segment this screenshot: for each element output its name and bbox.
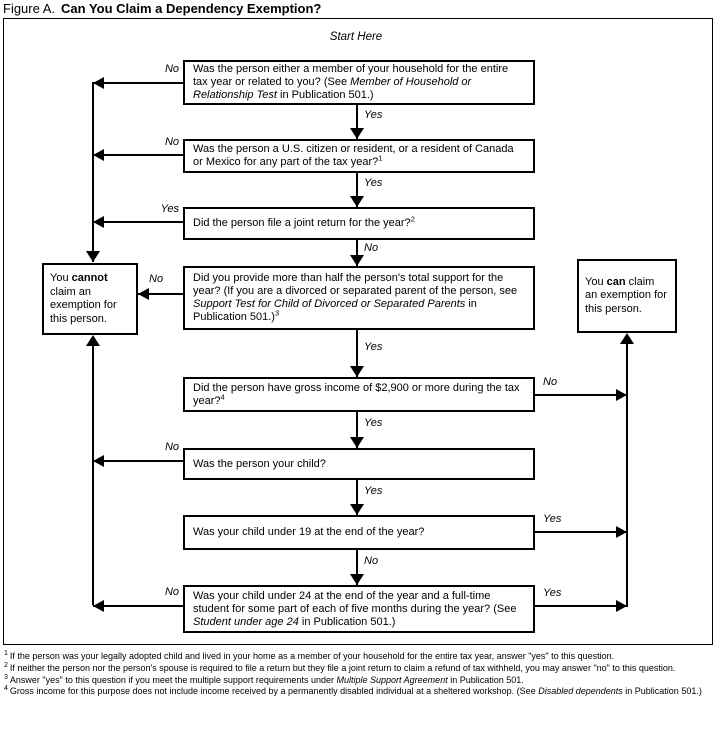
arrowhead-down-icon — [350, 128, 364, 139]
arrowhead-down-icon — [350, 574, 364, 585]
outcome-text: You can claim an exemption for this pers… — [585, 275, 667, 315]
edge-label-q5-yes: Yes — [364, 417, 383, 429]
flow-rail-left-bottom — [92, 337, 94, 605]
arrowhead-down-icon — [86, 251, 100, 262]
edge-label-q4-yes: Yes — [364, 341, 383, 353]
edge-label-q7-no: No — [364, 555, 379, 567]
question-box-under-19: Was your child under 19 at the end of th… — [183, 515, 535, 550]
footnote-number: 3 — [4, 673, 8, 681]
edge-label-q8-yes: Yes — [543, 587, 562, 599]
flow-line-q3-yes — [93, 221, 183, 223]
flow-line-q7-q8 — [356, 550, 358, 585]
flow-line-q3-q4 — [356, 240, 358, 266]
flow-rail-right — [626, 337, 628, 607]
arrowhead-left-icon — [93, 149, 104, 161]
footnote-text: Answer "yes" to this question if you mee… — [9, 674, 524, 685]
flowchart-frame — [3, 18, 713, 645]
flow-rail-left-top — [92, 82, 94, 262]
flow-line-q2-no — [93, 154, 183, 156]
outcome-box-cannot-claim: You cannot claim an exemption for this p… — [42, 263, 138, 335]
question-text: Was your child under 24 at the end of th… — [193, 589, 517, 628]
question-box-joint-return: Did the person file a joint return for t… — [183, 207, 535, 240]
edge-label-q5-no: No — [543, 376, 558, 388]
flow-line-q1-no — [93, 82, 183, 84]
arrowhead-down-icon — [350, 255, 364, 266]
footnote-number: 2 — [4, 661, 8, 669]
arrowhead-up-icon — [620, 333, 634, 344]
question-box-household: Was the person either a member of your h… — [183, 60, 535, 105]
arrowhead-right-icon — [616, 389, 627, 401]
start-here-label: Start Here — [329, 31, 383, 43]
arrowhead-left-icon — [138, 288, 149, 300]
arrowhead-down-icon — [350, 196, 364, 207]
question-text: Was the person your child? — [193, 457, 326, 470]
arrowhead-left-icon — [93, 455, 104, 467]
edge-label-q8-no: No — [164, 586, 179, 598]
flow-line-q5-q6 — [356, 412, 358, 448]
question-box-support: Did you provide more than half the perso… — [183, 266, 535, 330]
flow-line-q6-no — [93, 460, 183, 462]
question-text: Was the person either a member of your h… — [193, 63, 509, 101]
figure-heading: Can You Claim a Dependency Exemption? — [61, 1, 322, 16]
question-text: Was the person a U.S. citizen or residen… — [193, 143, 514, 168]
arrowhead-down-icon — [350, 366, 364, 377]
question-box-gross-income: Did the person have gross income of $2,9… — [183, 377, 535, 412]
arrowhead-left-icon — [93, 216, 104, 228]
footnote-number: 4 — [4, 685, 8, 693]
arrowhead-left-icon — [93, 77, 104, 89]
footnote-number: 1 — [4, 650, 8, 657]
arrowhead-down-icon — [350, 437, 364, 448]
flow-line-q5-no — [535, 394, 627, 396]
arrowhead-right-icon — [616, 526, 627, 538]
outcome-box-can-claim: You can claim an exemption for this pers… — [577, 259, 677, 333]
edge-label-q3-no: No — [364, 242, 379, 254]
flow-line-q4-q5 — [356, 330, 358, 377]
edge-label-q2-no: No — [164, 136, 179, 148]
edge-label-q6-yes: Yes — [364, 485, 383, 497]
question-box-citizen: Was the person a U.S. citizen or residen… — [183, 139, 535, 173]
edge-label-q6-no: No — [164, 441, 179, 453]
figure-label: Figure A. — [3, 1, 56, 16]
edge-label-q1-no: No — [164, 63, 179, 75]
footnote-text: If the person was your legally adopted c… — [9, 651, 615, 661]
edge-label-q3-yes: Yes — [160, 203, 179, 215]
edge-label-q4-no: No — [149, 273, 164, 285]
flow-line-q8-yes — [535, 605, 627, 607]
arrowhead-left-icon — [93, 600, 104, 612]
arrowhead-down-icon — [350, 504, 364, 515]
flow-line-q8-no — [93, 605, 183, 607]
edge-label-q2-yes: Yes — [364, 177, 383, 189]
edge-label-q1-yes: Yes — [364, 109, 383, 121]
question-text: Was your child under 19 at the end of th… — [193, 526, 425, 538]
question-text: Did you provide more than half the perso… — [193, 272, 518, 323]
flow-line-q6-q7 — [356, 480, 358, 515]
arrowhead-right-icon — [616, 600, 627, 612]
page-title: Figure A. Can You Claim a Dependency Exem… — [3, 0, 321, 18]
flow-line-q7-yes — [535, 531, 627, 533]
arrowhead-up-icon — [86, 335, 100, 346]
question-text: Did the person have gross income of $2,9… — [193, 381, 520, 407]
footnote-text: If neither the person nor the person's s… — [9, 662, 676, 673]
edge-label-q7-yes: Yes — [543, 513, 562, 525]
footnote-text: Gross income for this purpose does not i… — [9, 686, 702, 697]
question-box-under-24: Was your child under 24 at the end of th… — [183, 585, 535, 633]
outcome-text: You cannot claim an exemption for this p… — [50, 272, 117, 325]
flow-line-q1-q2 — [356, 105, 358, 139]
flow-line-q4-no — [138, 293, 183, 295]
flow-line-q2-q3 — [356, 173, 358, 207]
question-text: Did the person file a joint return for t… — [193, 214, 415, 229]
question-box-your-child: Was the person your child? — [183, 448, 535, 480]
